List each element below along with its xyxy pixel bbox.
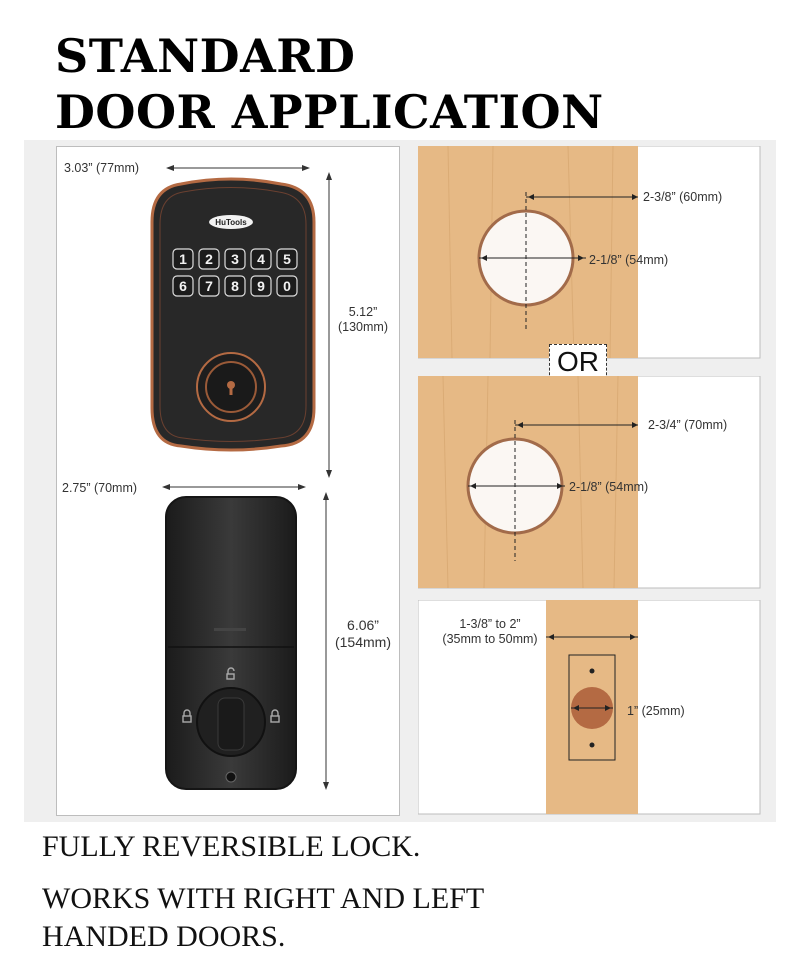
footer-line-3: HANDED DOORS. [42,920,286,953]
door-edge-panel [418,600,761,815]
exterior-height-mm: (130mm) [337,320,388,334]
keypad-key-digit: 6 [179,278,187,294]
lock-drawing: HuTools 1 2 3 4 5 6 7 8 9 0 [150,165,332,790]
keypad-key [198,248,220,270]
thumb-turn [217,697,245,751]
exterior-height-inches: 5.12” [348,305,378,319]
backset-70mm-panel [418,376,761,589]
title-line-2: DOOR APPLICATION [55,85,604,139]
or-label: OR [549,344,607,380]
backset-60mm-panel [418,146,761,359]
interior-width-arrow [162,484,306,490]
screw-hole-top [589,668,595,674]
door-thickness-mm: (35mm to 50mm) [442,632,538,646]
exterior-width-label: 3.03” (77mm) [64,161,140,175]
keypad-key-digit: 4 [257,251,265,267]
bore-diameter-label-1: 2-1/8” (54mm) [589,253,669,267]
brand-badge [209,215,253,229]
keypad: 1 2 3 4 5 6 7 8 9 0 [172,248,298,297]
keypad-key [250,275,272,297]
screw-hole-bottom [589,742,595,748]
exterior-escutcheon [150,177,316,452]
bore-diameter-label-2: 2-1/8” (54mm) [569,480,649,494]
keypad-key-digit: 1 [179,251,187,267]
door-thickness-label: 1-3/8” to 2” (35mm to 50mm) [432,617,548,647]
title-line-1: STANDARD [55,29,356,83]
keypad-key [172,248,194,270]
door-thickness-inches: 1-3/8” to 2” [459,617,521,631]
lock-indicators [182,667,280,723]
keypad-key-digit: 9 [257,278,265,294]
backset-60mm-label: 2-3/8” (60mm) [643,190,723,204]
interior-height-mm: (154mm) [334,634,391,650]
keypad-key [198,275,220,297]
exterior-width-arrow [166,165,310,171]
interior-height-inches: 6.06” [347,617,379,633]
bolt-hole-label: 1” (25mm) [627,704,685,718]
brand-logo: HuTools [215,218,247,227]
keypad-key [250,248,272,270]
keypad-key-digit: 5 [283,251,291,267]
keypad-key-digit: 7 [205,278,213,294]
footer-line-2: WORKS WITH RIGHT AND LEFT [42,882,485,915]
interior-width-label: 2.75” (70mm) [62,481,138,495]
footer-line-1: FULLY REVERSIBLE LOCK. [42,830,421,863]
keypad-key-digit: 0 [283,278,291,294]
keypad-key-digit: 8 [231,278,239,294]
keypad-key [172,275,194,297]
exterior-height-arrow [326,172,332,478]
keypad-key [276,248,298,270]
interior-height-label: 6.06” (154mm) [328,617,398,651]
keypad-key [224,275,246,297]
interior-height-arrow [323,492,329,790]
latch-mortise-outline [568,654,616,761]
exterior-height-label: 5.12” (130mm) [332,305,394,335]
keypad-key-digit: 3 [231,251,239,267]
backset-70mm-label: 2-3/4” (70mm) [648,418,728,432]
keypad-key [276,275,298,297]
keypad-key [224,248,246,270]
keypad-key-digit: 2 [205,251,213,267]
battery-cover-seam [214,628,246,631]
reset-button [225,771,237,783]
